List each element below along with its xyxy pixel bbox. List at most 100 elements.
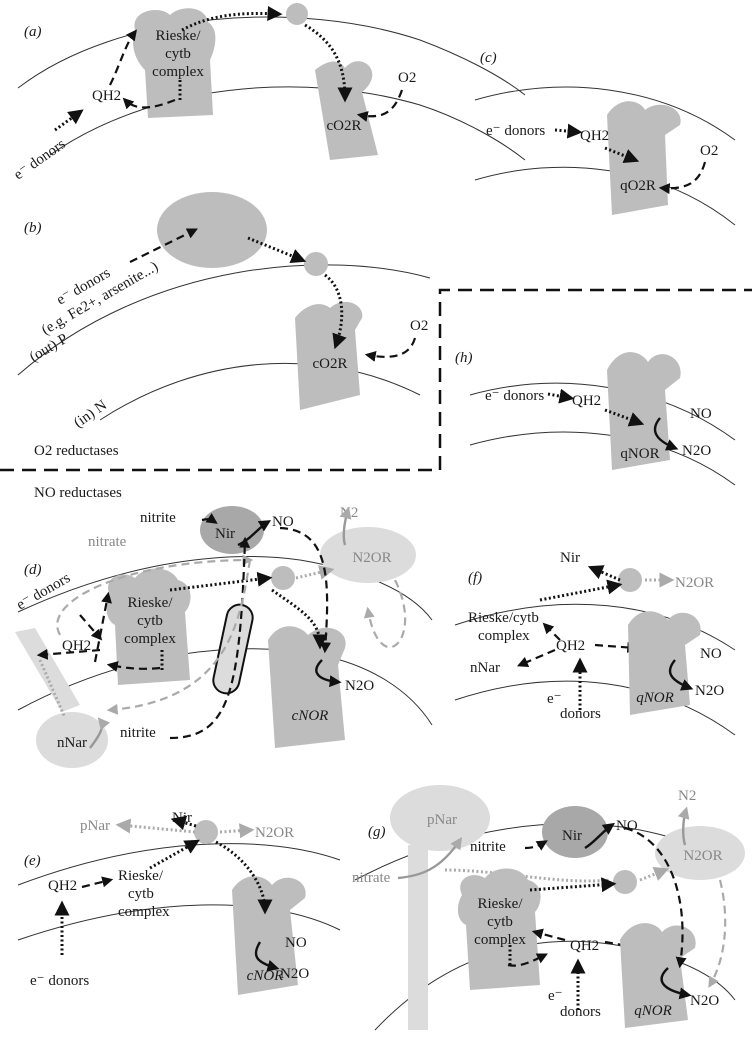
panel-label-a: (a) [24, 24, 42, 40]
nnar-shape [36, 712, 108, 768]
rieske-complex-shape [133, 8, 216, 119]
panel-c: (c) qO2R e⁻ donors QH2 O2 [474, 50, 736, 226]
no-label: NO [700, 646, 722, 662]
nitrate-path-arrow [56, 554, 254, 636]
inner-membrane [49, 86, 526, 161]
nitrite-to-nir-arrow [201, 513, 218, 524]
n2o-to-n2or-arrow [708, 879, 727, 988]
pnar-label: pNar [427, 812, 457, 828]
complex-return-arrow [122, 97, 176, 110]
inner-membrane [99, 362, 421, 421]
section-divider [0, 288, 752, 472]
outer-membrane [474, 86, 736, 141]
complex-return-arrow [106, 661, 161, 672]
nnar-label: nNar [57, 735, 87, 751]
rieske-complex-shape [457, 868, 541, 990]
co2r-shape [295, 301, 363, 410]
cyt-to-cnor-arrow [271, 588, 328, 650]
o2-arrow [658, 161, 707, 195]
complex-line3: complex [474, 932, 526, 948]
n2-label: N2 [678, 788, 696, 804]
enzyme-label: qNOR [634, 1003, 672, 1019]
nitrite2-label: nitrite [120, 725, 156, 741]
panel-label-f: (f) [468, 570, 482, 586]
panel-d: NO reductases (d) nNar Rieske/ cytb comp… [14, 485, 433, 768]
qh2-to-complex-arrow [531, 928, 566, 942]
qnor-reaction-arrow [660, 967, 692, 1000]
enzyme-label: cO2R [313, 356, 348, 372]
cyt-to-nir-arrow [170, 815, 197, 831]
donors-line2: donors [560, 706, 601, 722]
n2o-label: N2O [690, 993, 719, 1009]
complex-line1: Rieske/ [478, 896, 524, 912]
n2or-label: N2OR [675, 575, 714, 591]
inner-membrane [454, 680, 736, 736]
panel-f: (f) Nir N2OR Rieske/cytb complex QH2 nNa… [454, 550, 736, 736]
panel-label-b: (b) [24, 220, 42, 236]
o2-label: O2 [410, 318, 428, 334]
complex-line3: complex [152, 64, 204, 80]
nir-shape [542, 806, 608, 858]
no-label: NO [690, 406, 712, 422]
nitrate-label: nitrate [352, 870, 391, 886]
n2o-label: N2O [345, 678, 374, 694]
panel-label-e: (e) [24, 853, 41, 869]
cytochrome-c-circle [271, 566, 295, 590]
panel-label-c: (c) [480, 50, 497, 66]
nitrite-to-nir-arrow [524, 840, 548, 851]
enzyme-label: qO2R [620, 178, 656, 194]
complex-to-cyt-arrow [529, 877, 617, 893]
nir-label: Nir [562, 828, 582, 844]
nitrite-export-arrow [106, 559, 252, 715]
qh2-label: QH2 [580, 128, 609, 144]
panel-b: (b) cO2R O2 e⁻ donors (e.g. Fe2+, arseni… [17, 192, 431, 459]
qo2r-shape [607, 101, 681, 215]
pnar-membrane-part [408, 845, 428, 1030]
cyt-to-pnar-arrow [115, 818, 196, 834]
nitrate-to-pnar-arrow [397, 837, 462, 880]
nir-label: Nir [215, 526, 235, 542]
complex-line3: complex [118, 904, 170, 920]
enzyme-to-cyt-arrow [247, 236, 307, 263]
panel-label-g: (g) [368, 824, 386, 840]
qh2-label: QH2 [572, 393, 601, 409]
outer-membrane [17, 16, 526, 96]
complex-line2: cytb [487, 914, 513, 930]
cytochrome-c-circle [286, 3, 308, 25]
n2or-label: N2OR [352, 550, 391, 566]
complex-line1: Rieske/ [156, 28, 202, 44]
no-to-n2o-arrow [668, 659, 694, 691]
o2-label: O2 [398, 70, 416, 86]
outer-membrane [17, 556, 433, 621]
nir-label: Nir [560, 550, 580, 566]
qh2-to-nnar-arrow [516, 648, 556, 668]
no-to-qnor-arrow [624, 826, 687, 969]
complex-to-cyt-arrow [539, 579, 623, 602]
donors-line2: donors [560, 1004, 601, 1020]
donors-label: e⁻ donors [11, 136, 69, 183]
complex-line1: Rieske/ [128, 595, 174, 611]
o2-reductases-label: O2 reductases [34, 443, 119, 459]
qh2-label: QH2 [62, 638, 91, 654]
enzyme-label: qNOR [636, 690, 674, 706]
panel-e: (e) pNar Nir N2OR QH2 Rieske/ cytb compl… [17, 810, 341, 995]
cyt-to-n2or-arrow [639, 866, 670, 882]
cyt-to-enzyme-arrow [304, 23, 353, 103]
no-label: NO [616, 818, 638, 834]
n2-label: N2 [340, 505, 358, 521]
pnar-shape [390, 785, 490, 851]
nnar-internal-arrow [38, 659, 67, 719]
qh2-to-complex-arrow [93, 591, 112, 663]
qh2-label: QH2 [570, 938, 599, 954]
panel-g: (g) pNar nitrate nitrite Nir NO N2OR N2 … [352, 785, 745, 1031]
complex-return-arrow [507, 953, 548, 967]
inner-membrane [469, 431, 736, 486]
nitrite-label: nitrite [470, 839, 506, 855]
co2r-shape [315, 61, 378, 161]
complex-line2: cytb [137, 613, 163, 629]
no-to-n2o-arrow [653, 417, 679, 451]
electron-path-to-pnar [444, 868, 611, 883]
n2o-label: N2O [695, 683, 724, 699]
donors-line1: e⁻ [547, 691, 562, 707]
donor-arrow [554, 123, 583, 139]
